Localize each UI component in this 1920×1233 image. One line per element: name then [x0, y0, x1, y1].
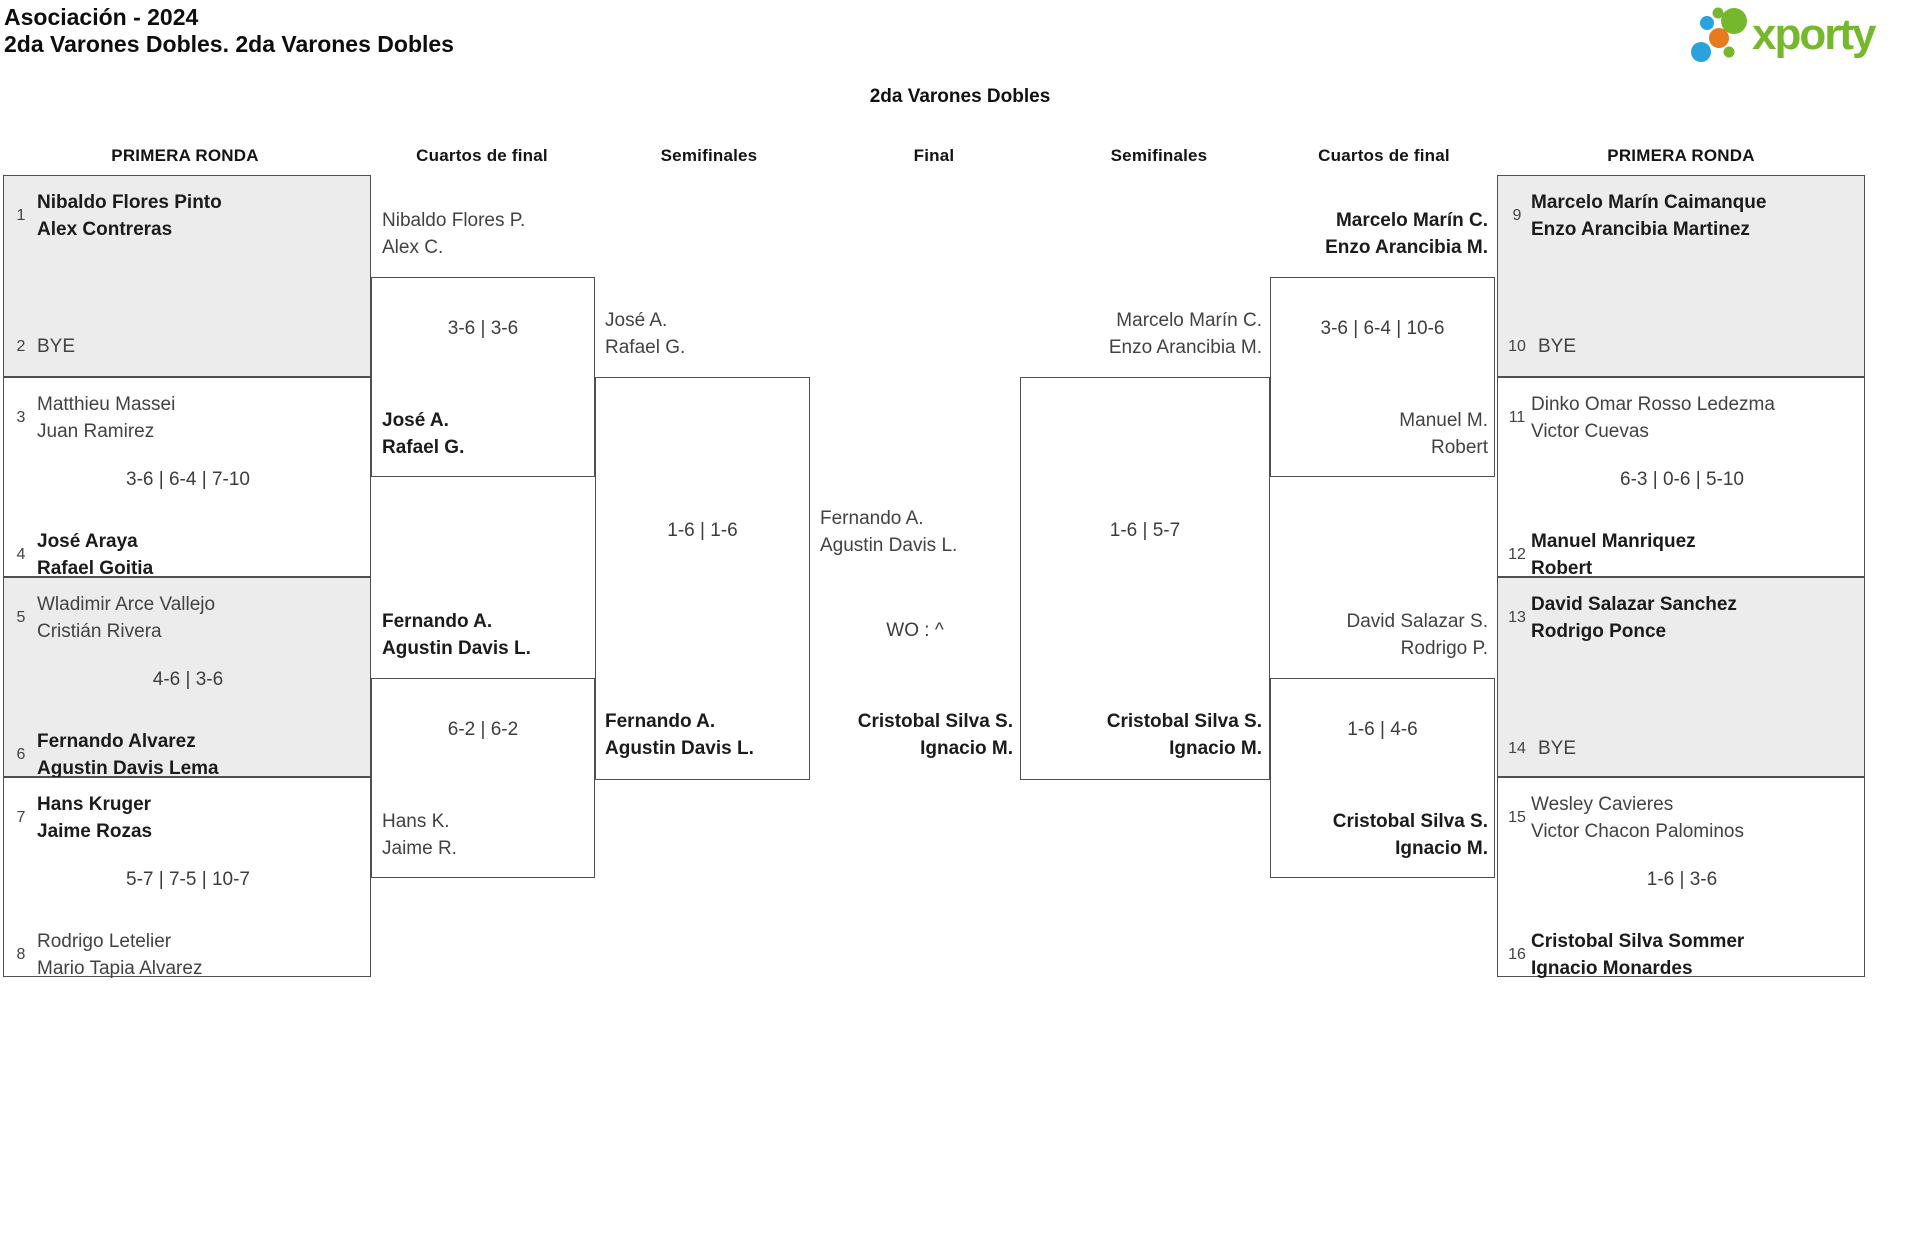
match-score: 6-3 | 0-6 | 5-10: [1620, 469, 1744, 490]
match-score: 1-6 | 5-7: [1109, 520, 1181, 541]
team-names: David Salazar Sanchez Rodrigo Ponce: [1531, 594, 1737, 642]
team-names: Cristobal Silva S. Ignacio M.: [857, 711, 1013, 759]
match-box-r1-right-4: 15 Wesley Cavieres Victor Chacon Palomin…: [1497, 777, 1865, 979]
seed-number: 9: [1512, 207, 1522, 224]
team-names: Wladimir Arce Vallejo Cristián Rivera: [37, 594, 216, 642]
page-title: Asociación - 2024 2da Varones Dobles. 2d…: [4, 4, 454, 58]
match-box-r1-right-2: 11 Dinko Omar Rosso Ledezma Victor Cueva…: [1497, 377, 1865, 579]
team-names: Dinko Omar Rosso Ledezma Victor Cuevas: [1531, 394, 1775, 442]
match-score: 3-6 | 6-4 | 10-6: [1320, 318, 1445, 339]
seed-number: 13: [1508, 609, 1526, 626]
team-names: Fernando Alvarez Agustin Davis Lema: [37, 731, 219, 779]
match-score: 3-6 | 3-6: [447, 318, 519, 339]
team-names: Manuel Manriquez Robert: [1531, 531, 1696, 579]
team-names: Marcelo Marín C. Enzo Arancibia M.: [1108, 310, 1262, 358]
xporty-logo[interactable]: xporty: [1688, 4, 1876, 66]
seed-number: 5: [16, 609, 26, 626]
match-box-r1-right-1: 9 Marcelo Marín Caimanque Enzo Arancibia…: [1497, 175, 1865, 377]
seed-number: 8: [16, 946, 26, 963]
match-score: 4-6 | 3-6: [152, 669, 224, 690]
team-names: Hans Kruger Jaime Rozas: [37, 794, 153, 842]
team-names: Fernando A. Agustin Davis L.: [820, 508, 958, 556]
team-names: Manuel M. Robert: [1399, 410, 1488, 458]
match-score: 3-6 | 6-4 | 7-10: [126, 469, 250, 490]
team-names: Matthieu Massei Juan Ramirez: [37, 394, 176, 442]
team-names: José Araya Rafael Goitia: [37, 531, 154, 579]
round-label-left-qf: Cuartos de final: [416, 146, 548, 165]
seed-number: 14: [1508, 739, 1526, 757]
match-box-qf-right-1: [1270, 277, 1495, 477]
match-box-sf-left: [595, 377, 810, 780]
match-box-qf-left-2: [371, 678, 595, 878]
round-label-right-r1: PRIMERA RONDA: [1607, 146, 1755, 165]
match-box-qf-left-1: [371, 277, 595, 477]
match-score: 1-6 | 3-6: [1646, 869, 1718, 890]
round-label-left-sf: Semifinales: [660, 146, 758, 165]
match-box-r1-left-4: 7 Hans Kruger Jaime Rozas 5-7 | 7-5 | 10…: [3, 777, 371, 979]
page-title-line1: Asociación - 2024: [4, 4, 199, 30]
seed-number: 3: [16, 409, 26, 426]
seed-number: 6: [16, 746, 26, 763]
match-score: WO : ^: [886, 620, 944, 641]
seed-number: 15: [1508, 809, 1526, 826]
team-names: BYE: [37, 336, 76, 357]
seed-number: 4: [16, 546, 26, 563]
match-score: 1-6 | 4-6: [1347, 719, 1418, 740]
seed-number: 11: [1508, 409, 1526, 426]
match-box-r1-left-1: 1 Nibaldo Flores Pinto Alex Contreras 2 …: [3, 175, 371, 377]
team-names: Marcelo Marín C. Enzo Arancibia M.: [1325, 210, 1488, 258]
xporty-logo-dots-icon: [1691, 7, 1747, 62]
team-names: Marcelo Marín Caimanque Enzo Arancibia M…: [1531, 192, 1767, 240]
xporty-logo-text: xporty: [1752, 10, 1876, 59]
match-box-r1-left-3: 5 Wladimir Arce Vallejo Cristián Rivera …: [3, 577, 371, 779]
match-box-qf-right-2: [1270, 678, 1495, 878]
round-label-left-r1: PRIMERA RONDA: [111, 146, 259, 165]
seed-number: 16: [1508, 946, 1526, 963]
team-names: David Salazar S. Rodrigo P.: [1346, 611, 1488, 659]
team-names: Hans K. Jaime R.: [382, 811, 457, 859]
team-names: BYE: [1538, 336, 1577, 357]
team-names: BYE: [1538, 738, 1577, 759]
match-score: 6-2 | 6-2: [447, 719, 519, 740]
match-box-sf-right: [1020, 377, 1270, 780]
round-label-right-qf: Cuartos de final: [1318, 146, 1450, 165]
team-names: Cristobal Silva Sommer Ignacio Monardes: [1531, 931, 1745, 979]
seed-number: 7: [16, 809, 26, 826]
match-box-r1-right-3: 13 David Salazar Sanchez Rodrigo Ponce 1…: [1497, 577, 1865, 777]
team-names: Fernando A. Agustin Davis L.: [605, 711, 754, 759]
team-names: Wesley Cavieres Victor Chacon Palominos: [1531, 794, 1744, 842]
team-names: José A. Rafael G.: [382, 410, 465, 458]
seed-number: 2: [16, 337, 26, 355]
match-score: 5-7 | 7-5 | 10-7: [126, 869, 250, 890]
round-label-right-sf: Semifinales: [1110, 146, 1208, 165]
seed-number: 12: [1508, 546, 1526, 563]
match-box-r1-left-2: 3 Matthieu Massei Juan Ramirez 3-6 | 6-4…: [3, 377, 371, 579]
team-names: Nibaldo Flores P. Alex C.: [382, 210, 526, 258]
round-label-final: Final: [913, 146, 955, 165]
team-names: Nibaldo Flores Pinto Alex Contreras: [37, 192, 222, 240]
seed-number: 1: [16, 207, 26, 224]
match-score: 1-6 | 1-6: [667, 520, 738, 541]
team-names: Fernando A. Agustin Davis L.: [382, 611, 531, 659]
bracket-title: 2da Varones Dobles: [869, 86, 1051, 107]
page-title-line2: 2da Varones Dobles. 2da Varones Dobles: [4, 31, 454, 57]
team-names: Rodrigo Letelier Mario Tapia Alvarez: [37, 931, 203, 979]
team-names: Cristobal Silva S. Ignacio M.: [1332, 811, 1488, 859]
seed-number: 10: [1508, 337, 1526, 355]
team-names: José A. Rafael G.: [605, 310, 686, 358]
team-names: Cristobal Silva S. Ignacio M.: [1106, 711, 1262, 759]
